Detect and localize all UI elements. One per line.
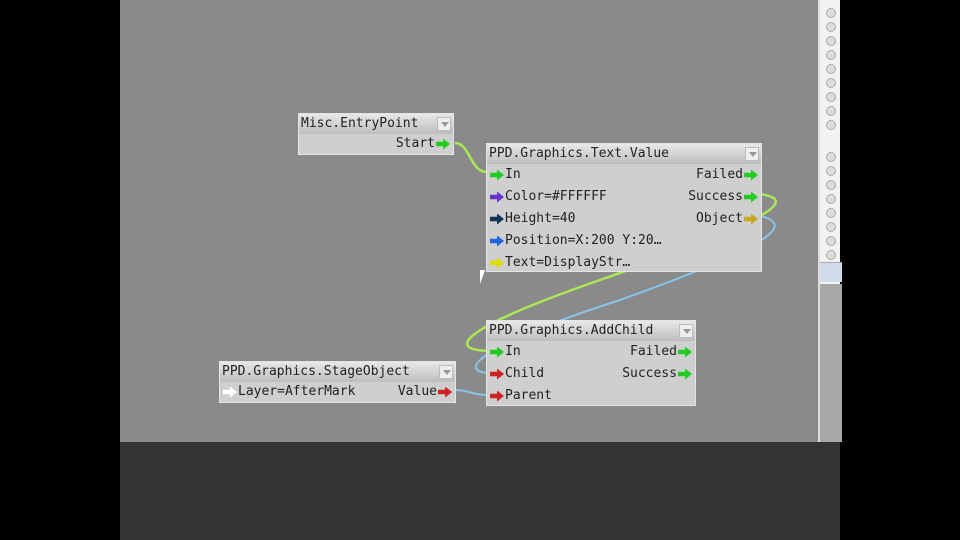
node-title: PPD.Graphics.Text.Value — [489, 146, 670, 161]
tree-expand-icon[interactable] — [826, 152, 836, 162]
port-label: Color=#FFFFFF — [505, 189, 607, 204]
tree-expand-icon[interactable] — [826, 120, 836, 130]
object-port-icon[interactable] — [744, 213, 758, 225]
node-title: PPD.Graphics.AddChild — [489, 323, 654, 338]
dropdown-icon[interactable] — [437, 117, 451, 131]
string-port-icon[interactable] — [490, 257, 504, 269]
mouse-cursor-icon — [480, 270, 490, 284]
node-title: PPD.Graphics.StageObject — [222, 364, 410, 379]
port-label: Object — [696, 211, 743, 226]
port-label: Start — [395, 136, 435, 151]
position-port-icon[interactable] — [490, 235, 504, 247]
bottom-panel — [120, 442, 840, 540]
color-port-icon[interactable] — [490, 191, 504, 203]
layer-port-icon[interactable] — [223, 386, 237, 398]
port-label: Success — [622, 366, 677, 381]
port-label: In — [505, 344, 521, 359]
node-text-value[interactable]: PPD.Graphics.Text.Value In Failed Color=#… — [486, 143, 762, 272]
number-port-icon[interactable] — [490, 213, 504, 225]
tree-expand-icon[interactable] — [826, 92, 836, 102]
dropdown-icon[interactable] — [439, 365, 453, 379]
tree-expand-icon[interactable] — [826, 64, 836, 74]
tree-expand-icon[interactable] — [826, 194, 836, 204]
object-port-icon[interactable] — [490, 390, 504, 402]
tree-expand-icon[interactable] — [826, 222, 836, 232]
tree-expand-icon[interactable] — [826, 166, 836, 176]
exec-port-icon[interactable] — [490, 169, 504, 181]
port-label: Text=DisplayStr… — [505, 255, 631, 270]
port-label: Position=X:200 Y:20… — [505, 233, 662, 248]
tree-expand-icon[interactable] — [826, 236, 836, 246]
exec-port-icon[interactable] — [744, 191, 758, 203]
object-port-icon[interactable] — [490, 368, 504, 380]
exec-port-icon[interactable] — [678, 346, 692, 358]
port-label: In — [505, 167, 521, 182]
exec-port-icon[interactable] — [744, 169, 758, 181]
port-label: Failed — [630, 344, 677, 359]
exec-port-icon[interactable] — [436, 138, 450, 150]
tree-expand-icon[interactable] — [826, 180, 836, 190]
panel-lower — [820, 284, 842, 442]
port-label: Value — [397, 384, 437, 399]
tree-expand-icon[interactable] — [826, 50, 836, 60]
dropdown-icon[interactable] — [745, 147, 759, 161]
object-port-icon[interactable] — [438, 386, 452, 398]
tree-expand-icon[interactable] — [826, 36, 836, 46]
panel-tab[interactable] — [820, 262, 842, 282]
port-label: Child — [505, 366, 545, 381]
node-stageobject[interactable]: PPD.Graphics.StageObject Layer=AfterMark… — [219, 361, 456, 403]
tree-expand-icon[interactable] — [826, 78, 836, 88]
dropdown-icon[interactable] — [679, 324, 693, 338]
tree-expand-icon[interactable] — [826, 106, 836, 116]
port-label: Parent — [505, 388, 552, 403]
port-label: Layer=AfterMark — [238, 384, 356, 399]
tree-expand-icon[interactable] — [826, 8, 836, 18]
tree-panel — [818, 0, 842, 442]
node-entrypoint[interactable]: Misc.EntryPoint Start — [298, 113, 454, 155]
node-addchild[interactable]: PPD.Graphics.AddChild In Failed Child Succ… — [486, 320, 696, 406]
port-label: Height=40 — [505, 211, 576, 226]
exec-port-icon[interactable] — [490, 346, 504, 358]
exec-port-icon[interactable] — [678, 368, 692, 380]
tree-expand-icon[interactable] — [826, 22, 836, 32]
tree-expand-icon[interactable] — [826, 208, 836, 218]
tree-expand-icon[interactable] — [826, 250, 836, 260]
port-label: Success — [688, 189, 743, 204]
port-label: Failed — [696, 167, 743, 182]
node-title: Misc.EntryPoint — [301, 116, 419, 131]
